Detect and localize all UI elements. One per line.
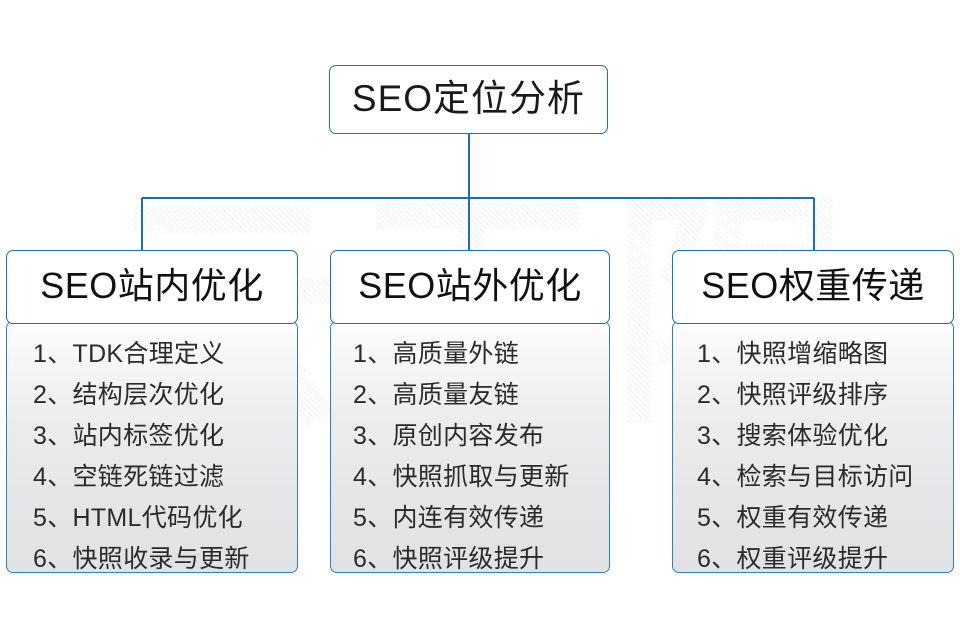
branch-list-seo-offsite: 1、高质量外链 2、高质量友链 3、原创内容发布 4、快照抓取与更新 5、内连有…: [330, 321, 610, 573]
list-item: 3、搜索体验优化: [697, 422, 889, 450]
list-item: 3、站内标签优化: [33, 422, 225, 450]
list-item: 6、快照评级提升: [353, 545, 545, 573]
branch-column-seo-offsite: SEO站外优化 1、高质量外链 2、高质量友链 3、原创内容发布 4、快照抓取与…: [330, 250, 610, 573]
list-item: 2、高质量友链: [353, 381, 520, 409]
branch-header-seo-onsite[interactable]: SEO站内优化: [6, 250, 298, 324]
list-item: 1、快照增缩略图: [697, 340, 889, 368]
root-node[interactable]: SEO定位分析: [329, 65, 608, 134]
list-item: 1、高质量外链: [353, 340, 520, 368]
branch-list-seo-weight: 1、快照增缩略图 2、快照评级排序 3、搜索体验优化 4、检索与目标访问 5、权…: [672, 321, 954, 573]
list-item: 5、HTML代码优化: [33, 504, 243, 532]
list-item: 5、内连有效传递: [353, 504, 545, 532]
branch-column-seo-onsite: SEO站内优化 1、TDK合理定义 2、结构层次优化 3、站内标签优化 4、空链…: [6, 250, 298, 573]
branch-header-label: SEO站内优化: [40, 264, 264, 306]
list-item: 4、检索与目标访问: [697, 463, 914, 491]
list-item: 3、原创内容发布: [353, 422, 545, 450]
branch-column-seo-weight: SEO权重传递 1、快照增缩略图 2、快照评级排序 3、搜索体验优化 4、检索与…: [672, 250, 954, 573]
branch-header-seo-offsite[interactable]: SEO站外优化: [330, 250, 610, 324]
list-item: 4、空链死链过滤: [33, 463, 225, 491]
list-item: 2、结构层次优化: [33, 381, 225, 409]
branch-header-label: SEO站外优化: [358, 264, 582, 306]
list-item: 5、权重有效传递: [697, 504, 889, 532]
branch-header-label: SEO权重传递: [701, 264, 925, 306]
list-item: 2、快照评级排序: [697, 381, 889, 409]
root-node-label: SEO定位分析: [351, 77, 586, 119]
branch-header-seo-weight[interactable]: SEO权重传递: [672, 250, 954, 324]
list-item: 4、快照抓取与更新: [353, 463, 570, 491]
list-item: 6、权重评级提升: [697, 545, 889, 573]
list-item: 6、快照收录与更新: [33, 545, 250, 573]
list-item: 1、TDK合理定义: [33, 340, 225, 368]
branch-list-seo-onsite: 1、TDK合理定义 2、结构层次优化 3、站内标签优化 4、空链死链过滤 5、H…: [6, 321, 298, 573]
